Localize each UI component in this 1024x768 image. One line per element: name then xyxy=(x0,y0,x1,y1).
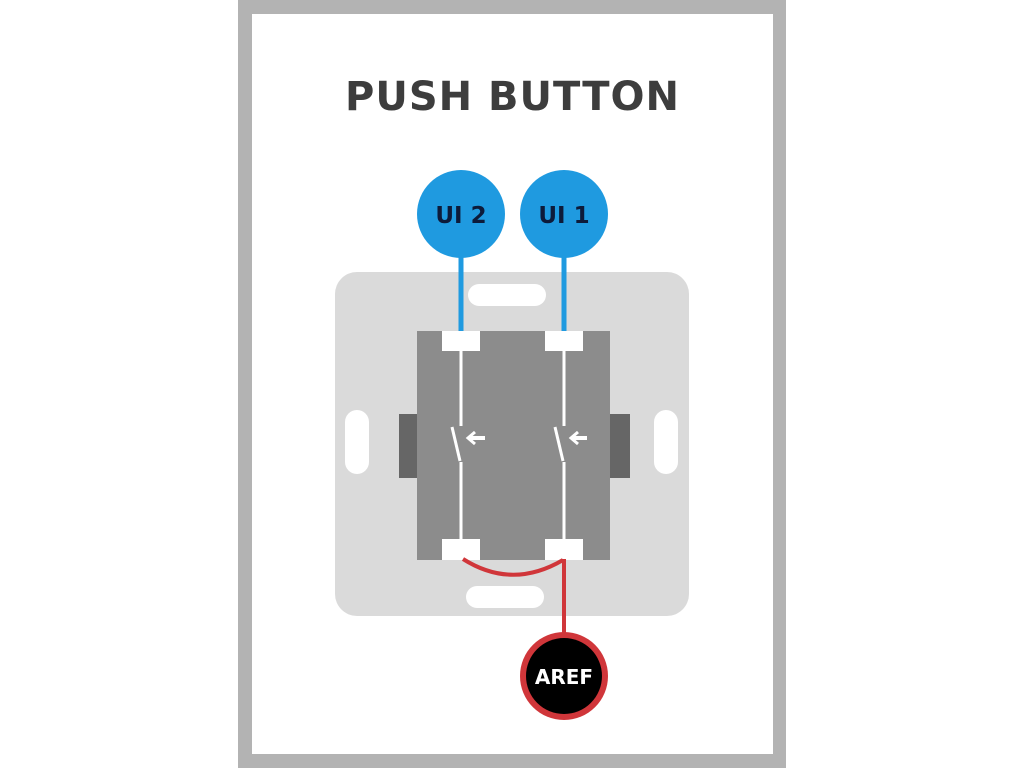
mounting-slot-right xyxy=(654,410,678,474)
terminal-bottom-left xyxy=(442,539,480,560)
pin-aref: AREF xyxy=(520,632,608,720)
pin-ui1-label: UI 1 xyxy=(538,203,589,229)
switch-body xyxy=(417,331,610,560)
terminal-top-right xyxy=(545,331,583,351)
pin-ui1: UI 1 xyxy=(520,170,608,258)
switch-contact-right xyxy=(553,350,566,540)
mounting-slot-bottom xyxy=(466,586,544,608)
switch-contact-left xyxy=(450,350,463,540)
diagram-title: PUSH BUTTON xyxy=(345,74,680,120)
mounting-slot-top xyxy=(468,284,546,306)
pin-aref-label: AREF xyxy=(535,665,593,689)
terminal-top-left xyxy=(442,331,480,351)
push-arrow-icon-left xyxy=(465,430,485,446)
pin-ui2: UI 2 xyxy=(417,170,505,258)
mounting-slot-left xyxy=(345,410,369,474)
push-arrow-icon-right xyxy=(568,430,587,446)
side-tab-left xyxy=(399,414,419,478)
terminal-bottom-right xyxy=(545,539,583,560)
side-tab-right xyxy=(610,414,630,478)
wire-aref-bridge xyxy=(461,557,565,577)
pin-ui2-label: UI 2 xyxy=(435,203,486,229)
